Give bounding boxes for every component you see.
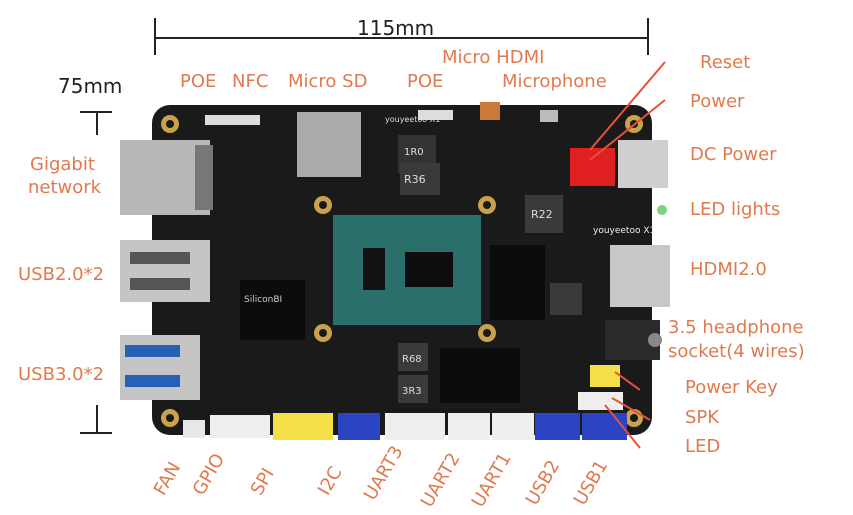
inductor-r36 [400, 163, 440, 195]
r36-print: R36 [404, 173, 426, 186]
silicon-chip [240, 280, 305, 340]
storage-chip [440, 348, 520, 403]
r3r3-print: 3R3 [402, 386, 422, 397]
label-poe-2: POE [407, 71, 444, 92]
inductor-r22 [525, 195, 563, 233]
label-gigabit-1: Gigabit [30, 154, 95, 175]
label-led-lights: LED lights [690, 199, 781, 220]
power-connector [570, 148, 615, 186]
usb1-header [582, 413, 627, 440]
silicon-print: SiliconBI [244, 295, 282, 305]
label-power: Power [690, 91, 745, 112]
height-label: 75mm [58, 74, 123, 98]
micro-sd-slot [297, 112, 361, 177]
led-light [657, 205, 667, 215]
spi-header [273, 413, 333, 440]
fan-header [183, 420, 205, 438]
label-power-key: Power Key [685, 377, 778, 398]
inductor-1r0-b [550, 283, 582, 315]
height-dimension [80, 111, 112, 434]
memory-chip [490, 245, 545, 320]
label-reset: Reset [700, 52, 751, 73]
reset-button [540, 110, 558, 122]
label-headphone-2: socket(4 wires) [668, 341, 805, 362]
uart2-header [448, 413, 490, 440]
label-poe-1: POE [180, 71, 217, 92]
inductor-r68 [398, 343, 428, 371]
label-spk: SPK [685, 407, 720, 428]
label-dc-power: DC Power [690, 144, 777, 165]
width-dimension [154, 18, 649, 55]
label-hdmi: HDMI2.0 [690, 259, 767, 280]
usb2-ports [120, 240, 210, 302]
r22-print: R22 [531, 208, 553, 221]
r68-print: R68 [402, 354, 422, 365]
micro-hdmi-port [480, 102, 500, 120]
label-micro-sd: Micro SD [288, 71, 368, 92]
label-usb2: USB2.0*2 [18, 264, 105, 285]
model-print: youyeetoo X1 [593, 226, 655, 236]
label-usb3: USB3.0*2 [18, 364, 105, 385]
uart3-header [385, 413, 445, 440]
label-nfc: NFC [232, 71, 269, 92]
label-gigabit-2: network [28, 177, 102, 198]
brand-print: youyeetoo X1 [385, 115, 440, 124]
power-key-header [590, 365, 620, 387]
width-label: 115mm [357, 16, 435, 40]
uart1-header [492, 413, 534, 440]
label-micro-hdmi: Micro HDMI [442, 47, 545, 68]
gpio-header [210, 415, 270, 438]
label-microphone: Microphone [502, 71, 607, 92]
usb2-header [535, 413, 580, 440]
r1r0-print: 1R0 [404, 147, 424, 158]
i2c-header [338, 413, 380, 440]
poe-header-1 [205, 115, 260, 125]
dc-power-jack [618, 140, 668, 188]
poe-header-2 [418, 110, 453, 120]
callout-lines [589, 61, 666, 449]
inductor-3r3 [398, 375, 428, 403]
hdmi-port [610, 245, 670, 307]
label-led: LED [685, 436, 721, 457]
usb3-ports [120, 335, 200, 400]
spk-header [578, 392, 623, 410]
label-headphone-1: 3.5 headphone [668, 317, 804, 338]
